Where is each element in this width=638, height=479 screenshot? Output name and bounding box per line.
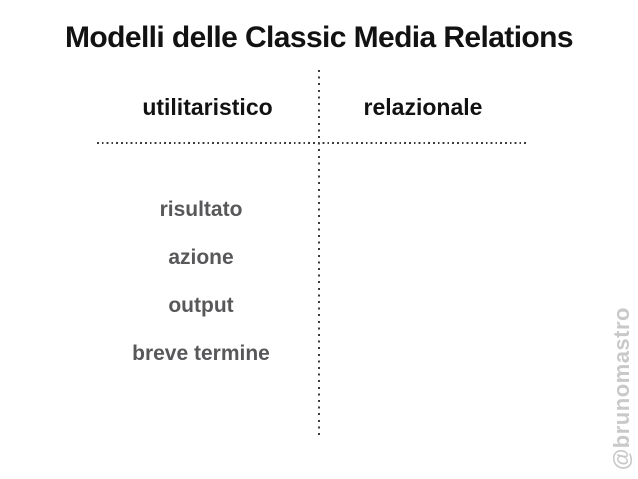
- author-watermark: @brunomastro: [609, 306, 634, 470]
- left-item-risultato: risultato: [159, 198, 243, 221]
- left-item-azione: azione: [168, 246, 234, 269]
- slide-title: Modelli delle Classic Media Relations: [65, 21, 574, 54]
- column-header-utilitaristico: utilitaristico: [142, 94, 273, 120]
- horizontal-dotted-divider: [97, 142, 528, 144]
- column-header-relazionale: relazionale: [363, 94, 483, 120]
- left-item-breve-termine: breve termine: [132, 342, 270, 365]
- left-column-item-list: risultato azione output breve termine: [92, 186, 310, 378]
- vertical-dotted-divider: [318, 70, 320, 437]
- left-item-output: output: [168, 294, 234, 317]
